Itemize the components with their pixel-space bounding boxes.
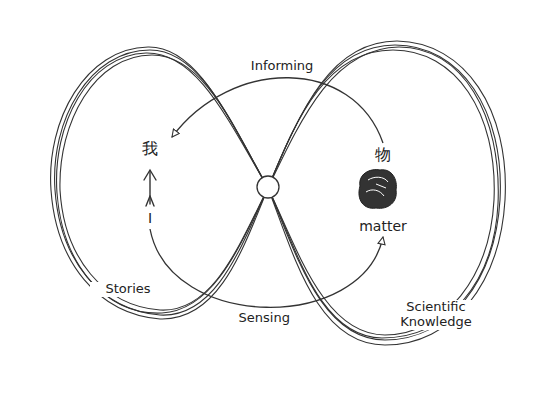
- arrow-label: Sensing: [236, 311, 293, 326]
- curved-arrow: [172, 78, 383, 143]
- right-loop: [268, 47, 498, 338]
- left-loop: [57, 53, 268, 313]
- concept-node: 物 matter: [350, 146, 416, 234]
- rock-figure: [359, 170, 396, 209]
- person-figure: [144, 170, 156, 206]
- concept-node: 我I: [122, 140, 178, 226]
- node-label: I: [148, 211, 152, 226]
- right-loop: [268, 41, 505, 345]
- arrow-label: Informing: [248, 59, 317, 74]
- chinese-character: 物: [375, 146, 391, 164]
- chinese-character: 我: [142, 140, 158, 158]
- loop-label: Stories: [90, 282, 166, 297]
- curved-arrow: [150, 229, 383, 307]
- sketch-loops: [51, 41, 506, 345]
- right-loop: [268, 50, 494, 335]
- left-loop: [60, 55, 268, 310]
- left-loop: [55, 50, 268, 315]
- center-circle: [257, 176, 279, 198]
- right-loop: [268, 45, 500, 340]
- node-label: matter: [359, 219, 407, 234]
- loop-label: Scientific Knowledge: [388, 300, 484, 330]
